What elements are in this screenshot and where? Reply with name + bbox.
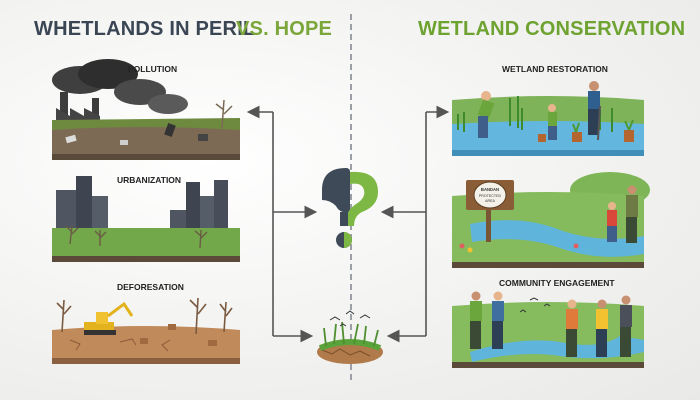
tree-stump — [208, 340, 217, 346]
restoration-panel — [452, 81, 644, 156]
building — [200, 196, 214, 232]
protected-area-panel: BANDAN PROTECTED AREA — [452, 172, 650, 268]
center-divider — [350, 14, 352, 380]
tree-stump — [140, 338, 148, 344]
community-label: COMMUNITY ENGAGEMENT — [499, 278, 615, 288]
sign-text-3: AREA — [485, 199, 495, 203]
trash — [65, 134, 77, 144]
dead-tree — [215, 99, 233, 129]
community-panel — [452, 291, 644, 368]
smoke-cloud — [78, 59, 138, 89]
person-head — [481, 91, 491, 101]
building — [76, 176, 92, 232]
sign-text-1: BANDAN — [481, 187, 499, 192]
stream — [470, 220, 644, 257]
deforestation-panel — [52, 297, 240, 364]
urbanization-label: URBANIZATION — [117, 175, 182, 185]
chimney — [92, 98, 99, 126]
sign-text-2: PROTECTED — [479, 194, 502, 198]
building — [92, 196, 108, 232]
smoke-cloud — [148, 94, 188, 114]
peril-title: WHETLANDS IN PERIL — [34, 18, 256, 40]
plant-pot — [624, 130, 634, 142]
plant-pot — [538, 134, 546, 142]
building — [214, 180, 228, 232]
center-connector — [246, 105, 450, 343]
tree-stump — [168, 324, 176, 330]
building — [186, 182, 200, 232]
excavator — [84, 322, 114, 332]
building — [56, 190, 76, 232]
plant-pot — [572, 132, 582, 142]
trash — [120, 140, 128, 145]
hope-title: VS. HOPE — [236, 18, 333, 40]
restoration-label: WETLAND RESTORATION — [502, 64, 608, 74]
polluted-soil — [52, 127, 240, 156]
deforestation-label: DEFORESATION — [117, 282, 184, 292]
building — [170, 210, 188, 232]
barrel — [198, 134, 208, 141]
birds — [329, 310, 371, 327]
conservation-title: WETLAND CONSERVATION — [418, 18, 686, 40]
pollution-panel — [52, 59, 240, 160]
cracked-earth-icon — [317, 310, 383, 364]
question-mark-icon — [322, 168, 378, 248]
grass-field — [52, 228, 240, 256]
urbanization-panel — [52, 176, 240, 262]
pollution-label: POLLUTION — [128, 64, 178, 74]
sign-post — [486, 200, 491, 242]
cracks — [69, 338, 171, 352]
barrel — [164, 122, 176, 138]
chimney — [60, 92, 68, 126]
